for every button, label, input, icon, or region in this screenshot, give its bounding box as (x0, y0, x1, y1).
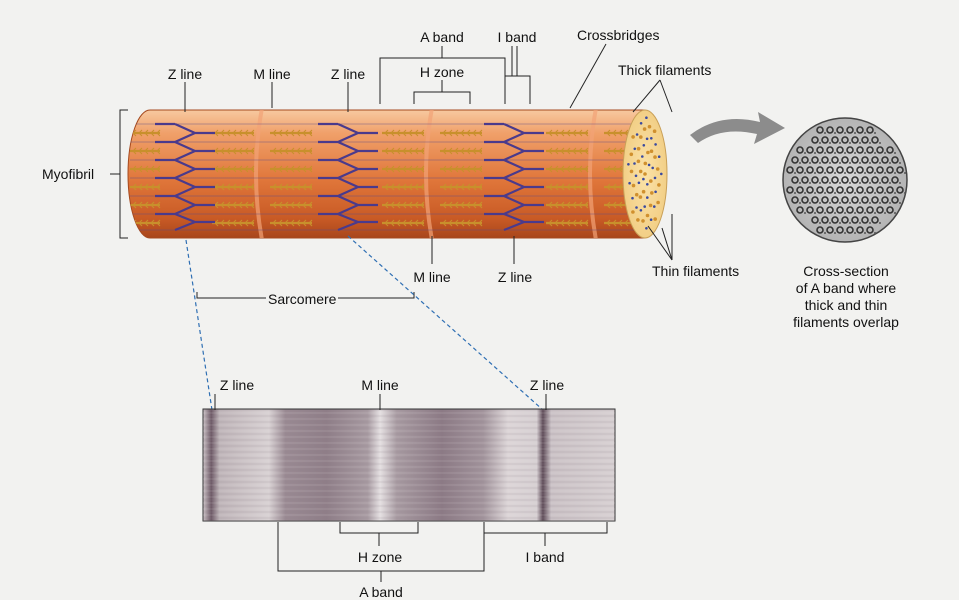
crossbridges-label: Crossbridges (577, 27, 660, 43)
myofibril-internal-structure (130, 110, 645, 238)
z-line-label-bottom: Z line (497, 269, 533, 285)
caption-line-3: thick and thin (804, 297, 888, 313)
m-line-3 (588, 110, 598, 238)
h-zone-label: H zone (419, 64, 465, 80)
myofibril-label: Myofibril (42, 166, 95, 182)
thin-filaments-label: Thin filaments (652, 263, 740, 279)
micro-z-line-label-right: Z line (529, 377, 565, 393)
sarcomere-label: Sarcomere (266, 291, 339, 307)
upper-leader-lines (110, 43, 673, 299)
thin-filament-lines (130, 123, 645, 231)
thick-filament-bars (130, 129, 645, 227)
z-line-label-top-mid: Z line (330, 66, 366, 82)
electron-micrograph (202, 408, 616, 522)
m-line-label-bottom: M line (413, 269, 451, 285)
caption-line-4: filaments overlap (793, 314, 899, 330)
m-line-2 (424, 110, 434, 238)
micro-i-band-label: I band (525, 549, 565, 565)
myofibril-cylinder (127, 109, 668, 239)
z-line-label-top-left: Z line (167, 66, 203, 82)
cross-section-arrow (690, 112, 785, 144)
m-line-label-top: M line (253, 66, 291, 82)
thick-filaments-label: Thick filaments (618, 62, 712, 78)
m-line-1 (254, 110, 264, 238)
caption-line-2: of A band where (795, 280, 897, 296)
micro-m-line-label: M line (361, 377, 399, 393)
i-band-label: I band (497, 29, 537, 45)
cross-section-image (782, 117, 908, 243)
micrograph-leader-lines (214, 394, 608, 582)
end-cap-filament-dots (627, 116, 663, 230)
micro-z-line-label-left: Z line (219, 377, 255, 393)
micro-a-band-label: A band (359, 584, 403, 600)
caption-line-1: Cross-section (803, 263, 889, 279)
myofibril-body (127, 109, 646, 239)
a-band-label: A band (420, 29, 464, 45)
sarcomere-guide-lines (185, 235, 544, 411)
micro-h-zone-label: H zone (357, 549, 403, 565)
z-line-zigzags (155, 122, 544, 232)
cross-section-caption: Cross-section of A band where thick and … (790, 263, 902, 331)
